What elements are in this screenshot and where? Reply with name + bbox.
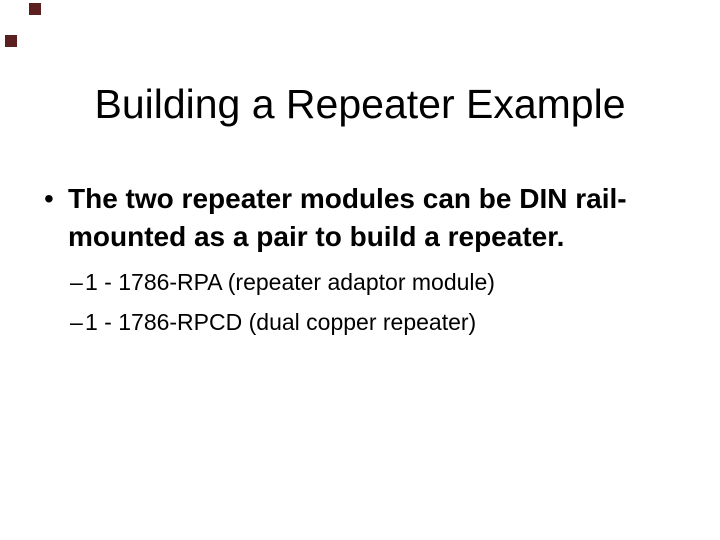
bullet-line-2: mounted as a pair to build a repeater. — [0, 218, 700, 256]
slide-title: Building a Repeater Example — [94, 81, 626, 127]
sub-bullet-rpa: – 1 - 1786-RPA (repeater adaptor module) — [0, 262, 700, 302]
sub-bullet-rpa-text: 1 - 1786-RPA (repeater adaptor module) — [85, 269, 495, 295]
decor-square-left — [5, 35, 17, 47]
sub-bullet-rpcd: – 1 - 1786-RPCD (dual copper repeater) — [0, 302, 700, 342]
bullet-dot-marker: • — [44, 183, 54, 214]
dash-marker: – — [70, 309, 83, 335]
dash-marker: – — [70, 269, 83, 295]
sub-bullet-rpcd-text: 1 - 1786-RPCD (dual copper repeater) — [85, 309, 477, 335]
bullet-paragraph: • The two repeater modules can be DIN ra… — [0, 180, 700, 256]
bullet-line-1: • The two repeater modules can be DIN ra… — [0, 180, 700, 218]
bullet-line-2-text: mounted as a pair to build a repeater. — [68, 221, 565, 252]
decor-square-top — [29, 3, 41, 15]
bullet-line-1-text: The two repeater modules can be DIN rail… — [68, 183, 627, 214]
sub-bullet-list: – 1 - 1786-RPA (repeater adaptor module)… — [0, 262, 700, 342]
